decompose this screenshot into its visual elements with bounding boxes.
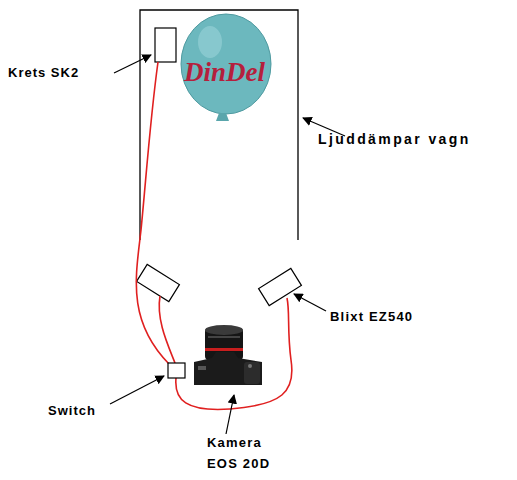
flash-symbol	[259, 268, 302, 305]
leader-line	[110, 376, 164, 404]
leader-line	[294, 294, 326, 311]
wire	[136, 62, 169, 364]
circuit-box	[155, 28, 176, 62]
wire	[159, 296, 175, 363]
part-label: Ljuddämpar vagn	[318, 128, 471, 151]
part-label: Blixt EZ540	[330, 306, 413, 327]
leader-line	[114, 55, 151, 73]
part-label: Kamera EOS 20D	[207, 432, 281, 475]
leader-line	[226, 395, 234, 434]
part-label: Switch	[48, 400, 96, 421]
part-label: Krets SK2	[8, 62, 79, 83]
logo-text: DinDel	[184, 58, 265, 88]
cart-outline	[140, 10, 298, 240]
wires	[136, 62, 292, 409]
switch-symbol	[168, 363, 185, 378]
flash-symbol	[137, 264, 180, 301]
leader-arrows	[110, 55, 345, 434]
balloon	[181, 14, 271, 121]
camera-picture	[194, 325, 262, 385]
wire	[176, 298, 292, 409]
